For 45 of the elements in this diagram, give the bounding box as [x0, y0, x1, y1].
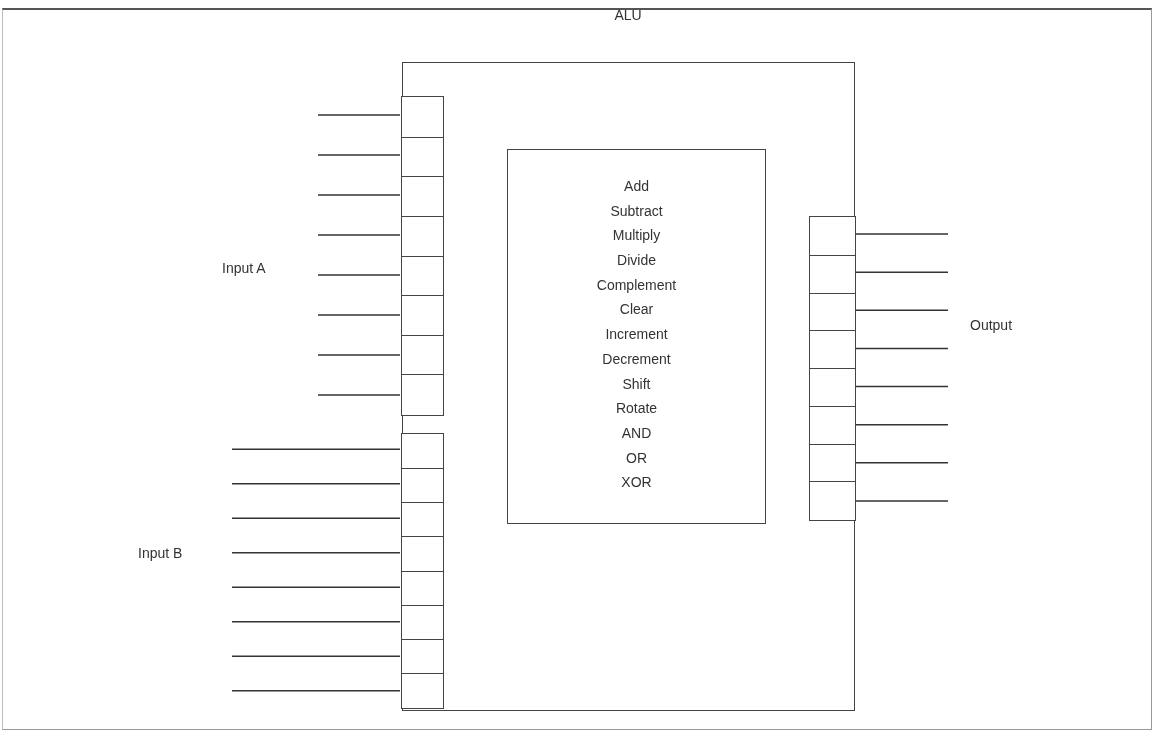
- signal-line: [317, 394, 401, 396]
- signal-line: [231, 552, 401, 554]
- operation-text: Multiply: [612, 226, 661, 245]
- operation-text: Complement: [596, 275, 677, 294]
- signal-label: Input B: [138, 545, 183, 561]
- signal-line: [231, 483, 401, 485]
- signal-line: [854, 233, 949, 235]
- operation-text: Decrement: [602, 349, 671, 368]
- signal-line: [317, 314, 401, 316]
- signal-line: [317, 354, 401, 356]
- signal-label: Output: [970, 317, 1013, 333]
- signal-line: [231, 655, 401, 657]
- signal-line: [854, 271, 949, 273]
- block-title: ALU: [614, 7, 642, 23]
- signal-line: [854, 500, 949, 502]
- signal-line: [854, 309, 949, 312]
- operation-text: Divide: [617, 251, 656, 270]
- signal-line: [854, 347, 949, 350]
- signal-line: [854, 385, 949, 388]
- signal-line: [231, 517, 401, 519]
- register-box: [809, 216, 856, 521]
- signal-line: [317, 154, 401, 156]
- signal-label: Input A: [222, 260, 266, 276]
- signal-line: [231, 448, 401, 450]
- signal-line: [854, 462, 949, 464]
- signal-line: [231, 690, 401, 692]
- signal-line: [317, 234, 401, 236]
- operation-text: Rotate: [615, 399, 658, 418]
- operation-text: XOR: [621, 473, 652, 492]
- register-box: [401, 96, 444, 416]
- signal-line: [317, 274, 401, 276]
- operations-box: [507, 149, 766, 524]
- operation-text: Increment: [605, 325, 668, 344]
- operation-text: Clear: [619, 300, 654, 319]
- operation-text: Subtract: [610, 201, 663, 220]
- signal-line: [231, 621, 401, 623]
- signal-line: [317, 114, 401, 116]
- operation-text: OR: [626, 448, 647, 467]
- signal-line: [231, 586, 401, 588]
- signal-line: [854, 423, 949, 426]
- operation-text: Shift: [622, 374, 651, 393]
- register-box: [401, 433, 444, 709]
- operation-text: Add: [624, 176, 649, 195]
- operation-text: AND: [621, 423, 652, 442]
- signal-line: [317, 194, 401, 196]
